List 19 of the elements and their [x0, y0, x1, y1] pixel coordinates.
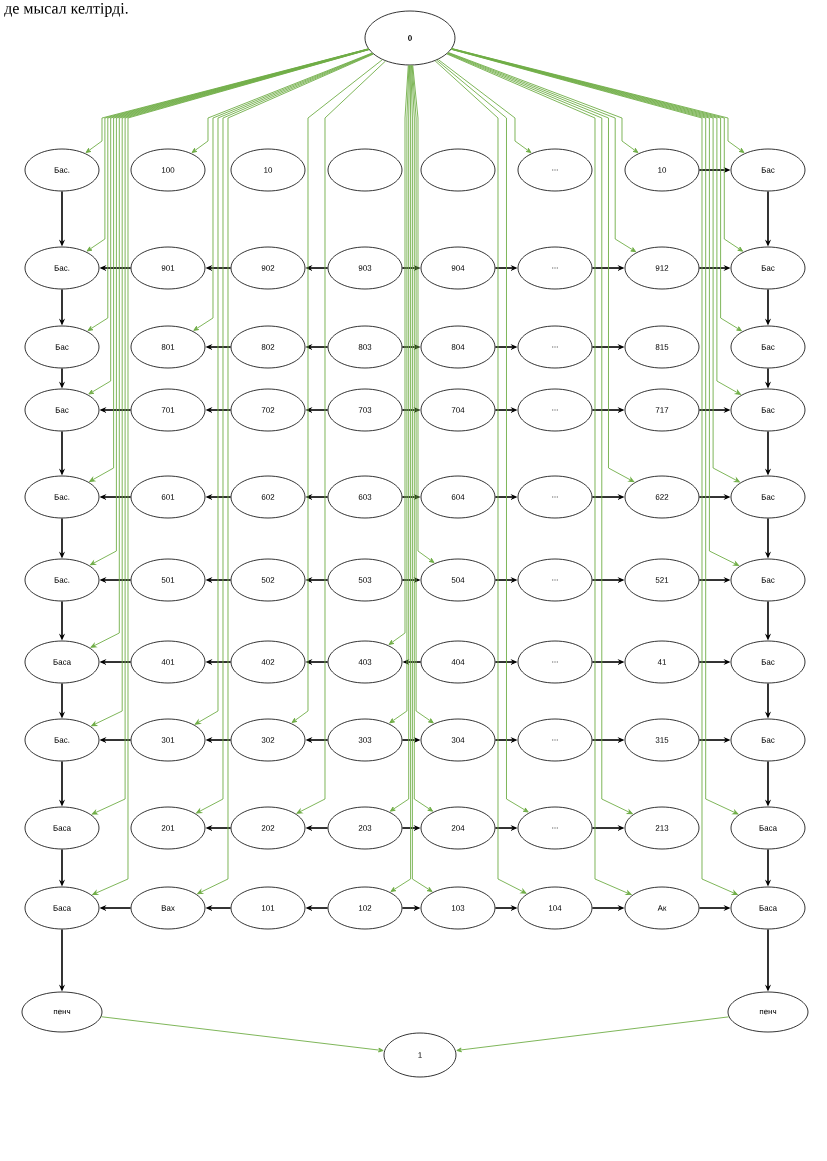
arrow — [447, 52, 637, 253]
arrow — [447, 52, 635, 483]
empty-ellipse — [327, 148, 403, 192]
arrow — [86, 48, 369, 252]
arrow — [193, 52, 373, 331]
arrow — [388, 64, 409, 645]
arrow — [410, 64, 433, 892]
arrow — [451, 48, 741, 395]
arrow — [100, 1016, 384, 1053]
arrow — [191, 52, 373, 153]
arrow — [291, 59, 383, 723]
empty-ellipse — [420, 148, 496, 192]
arrow — [451, 48, 744, 252]
arrow — [296, 60, 386, 814]
arrow — [448, 52, 639, 153]
caption-text: де мысал келтірді. — [4, 3, 128, 17]
arrow — [412, 64, 435, 563]
arrow — [456, 1016, 730, 1053]
arrow — [437, 59, 532, 153]
